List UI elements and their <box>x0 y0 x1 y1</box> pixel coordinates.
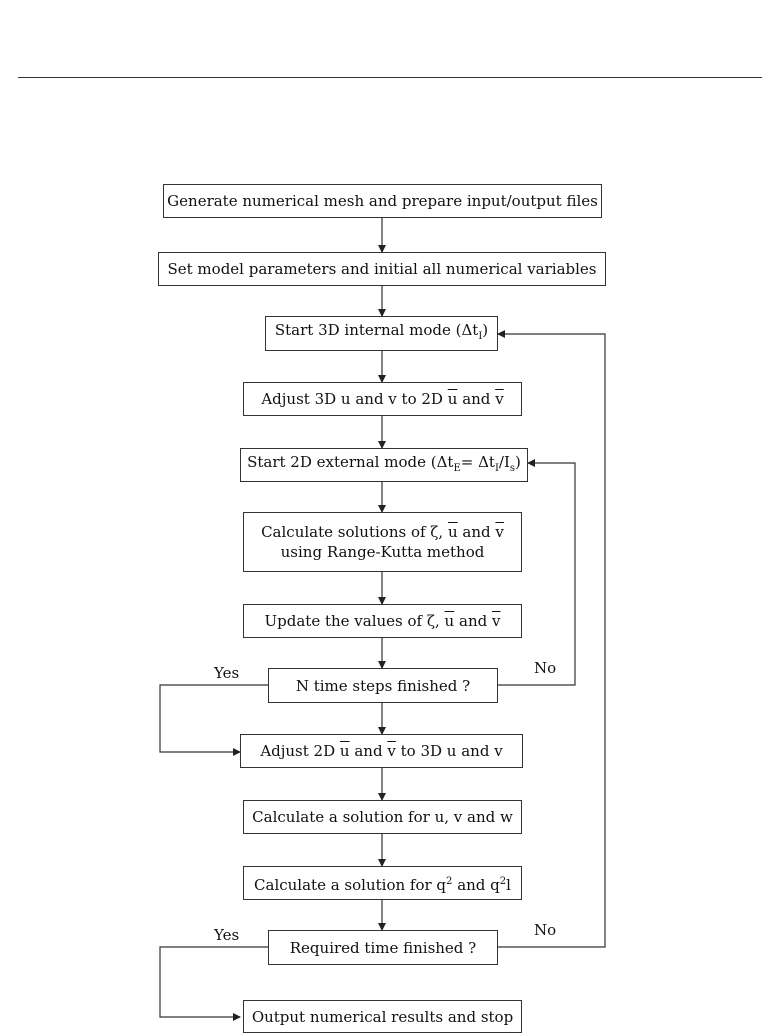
label-yes-ntime: Yes <box>214 664 240 682</box>
step-adjust-2d-label: Adjust 2D u and v to 3D u and v <box>260 742 503 760</box>
step-update-values: Update the values of ζ, u and v <box>243 604 522 638</box>
step-calculate-solutions: Calculate solutions of ζ, u and v using … <box>243 512 522 572</box>
step-calculate-line1: Calculate solutions of ζ, u and v <box>261 523 504 541</box>
arrow-ntime-no-loop <box>498 459 576 686</box>
step-start-2d-label: Start 2D external mode (ΔtE= ΔtI/Is) <box>247 452 521 474</box>
label-yes-required: Yes <box>214 926 240 944</box>
step-generate-mesh: Generate numerical mesh and prepare inpu… <box>163 184 602 218</box>
decision-n-time-steps: N time steps finished ? <box>268 668 498 703</box>
step-solve-q-label: Calculate a solution for q2 and q2l <box>254 875 511 894</box>
label-no-ntime: No <box>534 659 557 677</box>
step-start-3d-internal: Start 3D internal mode (ΔtI) <box>265 316 498 351</box>
step-solve-q: Calculate a solution for q2 and q2l <box>243 866 522 900</box>
decision-required-time: Required time finished ? <box>268 930 498 965</box>
step-generate-mesh-label: Generate numerical mesh and prepare inpu… <box>167 192 598 210</box>
step-set-parameters: Set model parameters and initial all num… <box>158 252 606 286</box>
step-update-label: Update the values of ζ, u and v <box>264 612 501 630</box>
step-output-results: Output numerical results and stop <box>243 1000 522 1033</box>
header-rule <box>18 77 762 78</box>
step-adjust-3d-label: Adjust 3D u and v to 2D u and v <box>261 390 504 408</box>
step-set-parameters-label: Set model parameters and initial all num… <box>167 260 597 278</box>
step-solve-uvw-label: Calculate a solution for u, v and w <box>252 808 513 826</box>
label-no-required: No <box>534 921 557 939</box>
step-output-results-label: Output numerical results and stop <box>251 1007 514 1026</box>
arrow-required-yes-branch <box>159 946 268 1021</box>
arrow-required-no-loop <box>497 330 606 948</box>
step-solve-uvw: Calculate a solution for u, v and w <box>243 800 522 834</box>
decision-required-time-label: Required time finished ? <box>289 938 477 957</box>
decision-n-time-label: N time steps finished ? <box>295 676 471 695</box>
step-start-2d-external: Start 2D external mode (ΔtE= ΔtI/Is) <box>240 448 528 482</box>
arrow-ntime-yes-branch <box>159 684 268 756</box>
step-start-3d-label: Start 3D internal mode (ΔtI) <box>274 321 489 342</box>
step-adjust-2d-to-3d: Adjust 2D u and v to 3D u and v <box>240 734 523 768</box>
step-adjust-3d-to-2d: Adjust 3D u and v to 2D u and v <box>243 382 522 416</box>
step-calculate-line2: using Range-Kutta method <box>280 543 485 561</box>
